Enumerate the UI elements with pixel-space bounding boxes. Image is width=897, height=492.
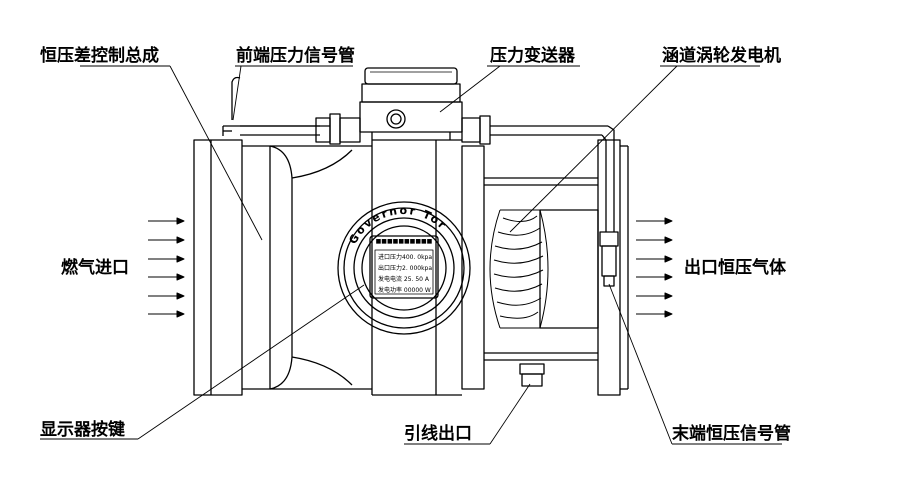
label-end-signal-pipe: 末端恒压信号管 [672,424,791,444]
outlet-arrow [636,255,673,263]
pressure-transmitter [359,67,463,140]
display-head: ■■■■■■■■■■ 进口压力400. 0kpa 出口压力2. 000kpa 发… [337,201,471,335]
outlet-arrow [636,236,673,244]
label-culvert-turbine-generator: 涵道涡轮发电机 [662,46,781,66]
valve-body [269,139,485,396]
lead-wire-outlet-fitting [519,363,545,387]
outlet-arrow [636,217,673,225]
svg-text:■■■■■■■■■■: ■■■■■■■■■■ [376,238,433,245]
outlet-arrow [636,292,673,300]
end-signal-pipe-drawing [461,115,619,287]
outlet-arrow [636,273,673,281]
inlet-arrow [148,273,185,281]
label-lead-wire-outlet: 引线出口 [404,424,472,444]
display-line-3: 发电电流 25. 50 A [378,275,430,283]
inlet-arrow [148,310,185,318]
turbine-rotor [489,209,549,329]
label-pressure-transmitter: 压力变送器 [490,46,575,66]
label-outlet-gas: 出口恒压气体 [684,258,786,278]
outlet-arrow [636,310,673,318]
inlet-arrow [148,236,185,244]
outlet-flow-arrows [636,217,673,318]
label-display-buttons: 显示器按键 [40,420,125,440]
label-front-signal-pipe: 前端压力信号管 [236,46,355,66]
display-line-4: 发电功率 00000 W [378,286,431,294]
inlet-flange [193,139,270,396]
inlet-arrow [148,217,185,225]
generator-housing [484,139,629,396]
leader-lines [40,65,782,445]
display-line-2: 出口压力2. 000kpa [378,264,432,272]
label-gas-inlet: 燃气进口 [61,258,129,278]
front-signal-pipe-drawing [222,76,361,145]
label-constant-pressure-assembly: 恒压差控制总成 [40,46,159,66]
display-line-1: 进口压力400. 0kpa [378,253,432,261]
inlet-arrow [148,255,185,263]
inlet-arrow [148,292,185,300]
inlet-flow-arrows [148,217,185,318]
